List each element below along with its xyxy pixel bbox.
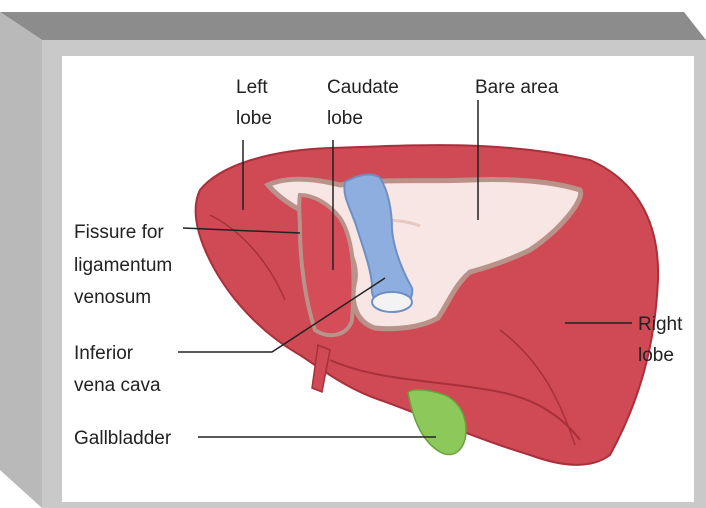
label-fissure-line2: ligamentum	[74, 255, 172, 276]
label-ivc-line1: Inferior	[74, 343, 134, 364]
label-ivc-line2: vena cava	[74, 375, 161, 396]
label-left-lobe-line1: Left	[236, 77, 268, 98]
label-fissure-line1: Fissure for	[74, 222, 164, 243]
frame-left-bevel	[0, 12, 42, 508]
label-caudate-lobe-line1: Caudate	[327, 77, 399, 98]
label-right-lobe-line2: lobe	[638, 345, 674, 366]
ivc-opening	[372, 292, 412, 312]
label-fissure-line3: venosum	[74, 287, 151, 308]
label-bare-area: Bare area	[475, 77, 559, 98]
frame-top-bevel	[0, 12, 706, 40]
label-right-lobe-line1: Right	[638, 314, 683, 335]
label-gallbladder: Gallbladder	[74, 428, 172, 449]
label-left-lobe-line2: lobe	[236, 108, 272, 129]
label-caudate-lobe-line2: lobe	[327, 108, 363, 129]
